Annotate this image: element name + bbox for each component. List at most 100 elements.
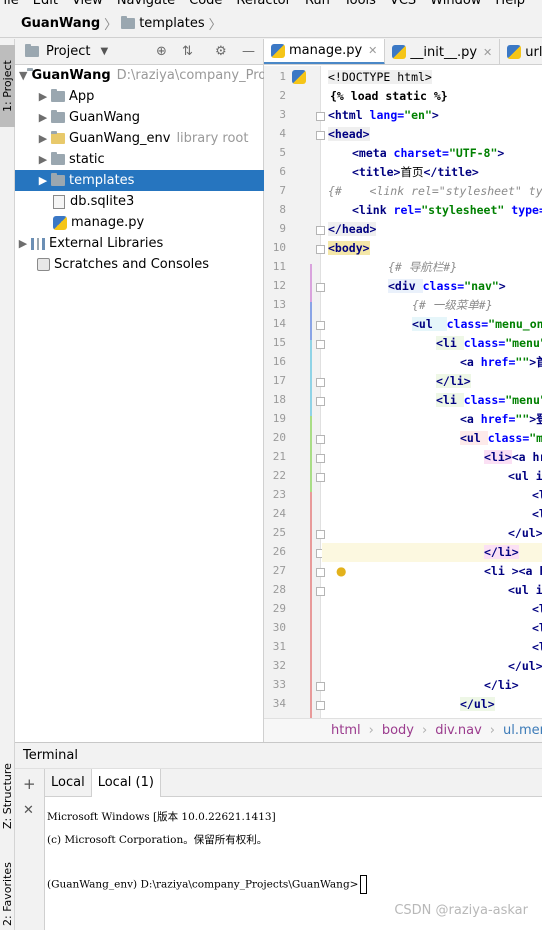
change-marker	[310, 416, 312, 492]
line-number: 26	[272, 545, 286, 558]
code-line: <l	[532, 640, 542, 654]
menu-refactor[interactable]: Refactor	[236, 0, 291, 8]
tree-item-guanwang-env[interactable]: ▶ GuanWang_env library root	[15, 128, 264, 149]
code-line: <l	[532, 488, 542, 502]
chevron-right-icon[interactable]: ▶	[38, 174, 48, 187]
chevron-right-icon[interactable]: ▶	[38, 153, 48, 166]
line-number: 16	[272, 355, 286, 368]
dropdown-icon[interactable]: ▼	[100, 46, 109, 57]
menu-window[interactable]: Window	[430, 0, 482, 8]
line-number: 27	[272, 564, 286, 577]
line-number: 4	[279, 127, 286, 140]
line-number: 21	[272, 450, 286, 463]
code-line: <a href="">登	[460, 412, 542, 426]
tab-local[interactable]: Local	[45, 768, 92, 797]
menu-code[interactable]: Code	[189, 0, 223, 8]
code-line: <head>	[328, 127, 370, 141]
text-cursor	[360, 875, 368, 894]
tree-item-templates[interactable]: ▶ templates	[15, 170, 264, 191]
code-line: <ul class="menu_one	[412, 317, 542, 331]
add-icon[interactable]: +	[23, 775, 36, 793]
gear-icon[interactable]: ⚙	[215, 44, 227, 59]
line-number: 34	[272, 697, 286, 710]
chevron-right-icon[interactable]: ▶	[18, 237, 28, 250]
code-line: <link rel="stylesheet" type=	[352, 203, 542, 217]
fold-marker-icon[interactable]	[316, 378, 325, 387]
menu-file[interactable]: File	[0, 0, 19, 8]
close-icon[interactable]: ✕	[368, 44, 378, 57]
fold-marker-icon[interactable]	[316, 530, 325, 539]
menu-run[interactable]: Run	[304, 0, 330, 8]
menu-tools[interactable]: Tools	[343, 0, 376, 8]
tree-item-guanwang[interactable]: ▶ GuanWang	[15, 107, 264, 128]
tree-item-manage-py[interactable]: manage.py	[15, 212, 264, 233]
fold-marker-icon[interactable]	[316, 112, 325, 121]
tab-favorites-tool[interactable]: 2: Favorites	[1, 862, 14, 926]
code-line: </ul>	[508, 526, 542, 540]
tab-manage-py[interactable]: manage.py ✕	[264, 39, 386, 64]
close-icon[interactable]: ✕	[483, 45, 493, 59]
locate-icon[interactable]: ⊕	[156, 44, 167, 59]
fold-marker-icon[interactable]	[316, 321, 325, 330]
intention-bulb-icon[interactable]: ●	[336, 564, 347, 578]
menu-vcs[interactable]: VCS	[389, 0, 417, 8]
tree-item-guanwang-root[interactable]: ▼ GuanWang D:\raziya\company_Projects\Gu…	[19, 68, 264, 83]
tree-item-external-libraries[interactable]: ▶ External Libraries	[15, 233, 264, 254]
line-number: 25	[272, 526, 286, 539]
fold-marker-icon[interactable]	[316, 473, 325, 482]
crumb-body[interactable]: body	[381, 723, 414, 738]
chevron-right-icon: 〉	[104, 18, 118, 33]
fold-marker-icon[interactable]	[316, 435, 325, 444]
fold-marker-icon[interactable]	[316, 682, 325, 691]
tab-project-tool[interactable]: 1: Project	[0, 45, 15, 127]
tree-item-static[interactable]: ▶ static	[15, 149, 264, 170]
tab-local-1[interactable]: Local (1)	[91, 768, 161, 797]
collapse-all-icon[interactable]: ⇅	[182, 44, 193, 59]
fold-marker-icon[interactable]	[316, 701, 325, 710]
crumb-ul-menu[interactable]: ul.menu_	[502, 723, 542, 738]
code-line: </ul>	[460, 697, 495, 711]
crumb-div-nav[interactable]: div.nav	[435, 723, 482, 738]
menu-help[interactable]: Help	[495, 0, 526, 8]
fold-marker-icon[interactable]	[316, 568, 325, 577]
folder-icon	[51, 173, 65, 186]
file-icon	[53, 194, 65, 209]
crumb-html[interactable]: html	[331, 723, 361, 738]
chevron-right-icon[interactable]: ▶	[38, 111, 48, 124]
terminal-tabs: Local Local (1)	[45, 768, 542, 797]
hide-icon[interactable]: —	[242, 44, 255, 59]
breadcrumb-folder[interactable]: templates	[139, 15, 205, 31]
fold-marker-icon[interactable]	[316, 397, 325, 406]
fold-marker-icon[interactable]	[316, 245, 325, 254]
tree-item-scratches[interactable]: Scratches and Consoles	[15, 254, 264, 275]
code-area[interactable]: <!DOCTYPE html> {% load static %} <html …	[322, 66, 542, 718]
code-editor: manage.py ✕ __init__.py ✕ urls.py 1 2 3 …	[264, 39, 542, 742]
tree-item-db-sqlite3[interactable]: db.sqlite3	[15, 191, 264, 212]
menu-view[interactable]: View	[71, 0, 103, 8]
fold-marker-icon[interactable]	[316, 587, 325, 596]
menu-navigate[interactable]: Navigate	[116, 0, 176, 8]
chevron-down-icon[interactable]: ▼	[19, 69, 28, 82]
line-number: 32	[272, 659, 286, 672]
project-panel-title[interactable]: Project	[46, 44, 91, 59]
chevron-right-icon[interactable]: ▶	[38, 90, 48, 103]
line-number: 12	[272, 279, 286, 292]
line-gutter: 1 2 3 4 5 6 7 8 9 10 11 12 13 14 15 16 1…	[264, 66, 346, 718]
fold-marker-icon[interactable]	[316, 283, 325, 292]
breadcrumb-project[interactable]: GuanWang	[21, 15, 101, 31]
tab-urls-py[interactable]: urls.py	[500, 39, 542, 64]
line-number: 13	[272, 298, 286, 311]
tab-init-py[interactable]: __init__.py ✕	[385, 39, 501, 64]
tree-item-app[interactable]: ▶ App	[15, 86, 264, 107]
chevron-right-icon: ›	[421, 723, 428, 738]
fold-marker-icon[interactable]	[316, 340, 325, 349]
code-line: </li>	[436, 374, 471, 388]
fold-marker-icon[interactable]	[316, 454, 325, 463]
close-icon[interactable]: ✕	[23, 803, 34, 818]
code-line: <!DOCTYPE html>	[328, 70, 432, 84]
chevron-right-icon[interactable]: ▶	[38, 132, 48, 145]
fold-marker-icon[interactable]	[316, 226, 325, 235]
fold-marker-icon[interactable]	[316, 131, 325, 140]
menu-edit[interactable]: Edit	[32, 0, 58, 8]
tab-structure-tool[interactable]: Z: Structure	[1, 763, 14, 829]
